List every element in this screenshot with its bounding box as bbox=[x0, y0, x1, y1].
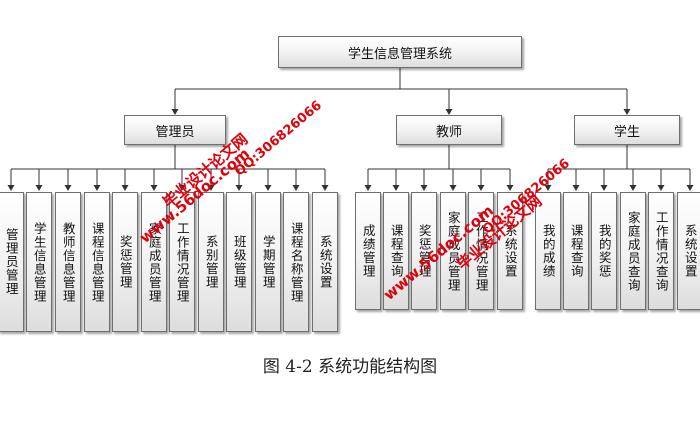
leaf-node-student-3: 家庭成员查询 bbox=[620, 192, 646, 310]
leaf-node-teacher-5: 系统设置 bbox=[497, 192, 523, 310]
leaf-node-teacher-5-label: 系统设置 bbox=[502, 224, 518, 278]
leaf-node-admin-1: 学生信息管理 bbox=[26, 192, 52, 332]
leaf-node-teacher-3-label: 家庭成员管理 bbox=[445, 210, 461, 292]
category-arrow-2 bbox=[623, 109, 631, 115]
leaf-arrow-teacher-2 bbox=[420, 185, 428, 191]
leaf-node-admin-5: 家庭成员管理 bbox=[141, 192, 167, 332]
category-node-teacher-label: 教师 bbox=[435, 124, 462, 140]
leaf-node-student-3-label: 家庭成员查询 bbox=[625, 210, 641, 292]
leaf-arrow-student-5 bbox=[686, 185, 694, 191]
leaf-arrow-teacher-5 bbox=[506, 185, 514, 191]
leaf-arrow-admin-7 bbox=[207, 185, 215, 191]
leaf-arrow-admin-9 bbox=[264, 185, 272, 191]
leaf-node-admin-5-label: 家庭成员管理 bbox=[146, 221, 162, 303]
leaf-node-teacher-3: 家庭成员管理 bbox=[440, 192, 466, 310]
leaf-arrow-admin-11 bbox=[321, 185, 329, 191]
leaf-node-admin-1-label: 学生信息管理 bbox=[31, 221, 47, 303]
leaf-node-admin-4-label: 奖惩管理 bbox=[117, 235, 133, 289]
leaf-node-admin-11: 系统设置 bbox=[312, 192, 338, 332]
leaf-node-admin-6: 工作情况管理 bbox=[169, 192, 195, 332]
leaf-node-student-4-label: 工作情况查询 bbox=[653, 210, 669, 292]
leaf-node-teacher-2: 奖惩管理 bbox=[411, 192, 437, 310]
category-arrow-0 bbox=[171, 109, 179, 115]
category-node-student: 学生 bbox=[574, 115, 680, 145]
leaf-arrow-teacher-4 bbox=[477, 185, 485, 191]
leaf-arrow-admin-8 bbox=[235, 185, 243, 191]
leaf-arrow-teacher-1 bbox=[392, 185, 400, 191]
leaf-arrow-student-1 bbox=[572, 185, 580, 191]
leaf-arrow-student-3 bbox=[629, 185, 637, 191]
leaf-arrow-student-0 bbox=[544, 185, 552, 191]
leaf-node-student-5: 系统设置 bbox=[677, 192, 700, 310]
leaf-node-admin-11-label: 系统设置 bbox=[317, 235, 333, 289]
leaf-arrow-student-4 bbox=[657, 185, 665, 191]
leaf-node-admin-6-label: 工作情况管理 bbox=[174, 221, 190, 303]
leaf-node-admin-10-label: 课程名称管理 bbox=[288, 221, 304, 303]
leaf-node-admin-0: 管理员管理 bbox=[0, 192, 24, 332]
leaf-node-student-5-label: 系统设置 bbox=[682, 224, 698, 278]
leaf-arrow-admin-6 bbox=[178, 185, 186, 191]
leaf-node-admin-9: 学期管理 bbox=[255, 192, 281, 332]
leaf-node-admin-2: 教师信息管理 bbox=[55, 192, 81, 332]
leaf-arrow-student-2 bbox=[600, 185, 608, 191]
leaf-node-admin-3-label: 课程信息管理 bbox=[89, 221, 105, 303]
leaf-node-student-2: 我的奖惩 bbox=[591, 192, 617, 310]
leaf-node-admin-8-label: 班级管理 bbox=[231, 235, 247, 289]
leaf-arrow-admin-10 bbox=[292, 185, 300, 191]
leaf-arrow-admin-1 bbox=[35, 185, 43, 191]
leaf-arrow-teacher-3 bbox=[449, 185, 457, 191]
leaf-arrow-admin-5 bbox=[150, 185, 158, 191]
leaf-node-admin-10: 课程名称管理 bbox=[283, 192, 309, 332]
leaf-node-student-1-label: 课程查询 bbox=[568, 224, 584, 278]
leaf-arrow-admin-2 bbox=[64, 185, 72, 191]
leaf-node-teacher-0-label: 成绩管理 bbox=[360, 224, 376, 278]
leaf-node-admin-8: 班级管理 bbox=[226, 192, 252, 332]
leaf-node-student-0-label: 我的成绩 bbox=[540, 224, 556, 278]
figure-caption: 图 4-2 系统功能结构图 bbox=[262, 357, 438, 377]
category-node-student-label: 学生 bbox=[613, 124, 640, 140]
leaf-node-admin-7: 系别管理 bbox=[198, 192, 224, 332]
leaf-node-student-4: 工作情况查询 bbox=[648, 192, 674, 310]
leaf-arrow-admin-0 bbox=[7, 185, 15, 191]
category-node-admin-label: 管理员 bbox=[155, 124, 195, 140]
category-node-teacher: 教师 bbox=[396, 115, 502, 145]
leaf-arrow-teacher-0 bbox=[364, 185, 372, 191]
leaf-node-admin-9-label: 学期管理 bbox=[260, 235, 276, 289]
leaf-node-student-0: 我的成绩 bbox=[535, 192, 561, 310]
leaf-node-student-2-label: 我的奖惩 bbox=[596, 224, 612, 278]
category-arrow-1 bbox=[445, 109, 453, 115]
leaf-arrow-admin-3 bbox=[93, 185, 101, 191]
leaf-node-teacher-4: 工作情况管理 bbox=[468, 192, 494, 310]
leaf-node-teacher-2-label: 奖惩管理 bbox=[416, 224, 432, 278]
leaf-node-admin-2-label: 教师信息管理 bbox=[60, 221, 76, 303]
root-node: 学生信息管理系统 bbox=[278, 36, 522, 68]
leaf-node-admin-0-label: 管理员管理 bbox=[3, 228, 19, 296]
leaf-arrow-admin-4 bbox=[121, 185, 129, 191]
leaf-node-admin-7-label: 系别管理 bbox=[203, 235, 219, 289]
leaf-node-admin-3: 课程信息管理 bbox=[84, 192, 110, 332]
leaf-node-teacher-0: 成绩管理 bbox=[355, 192, 381, 310]
leaf-node-student-1: 课程查询 bbox=[563, 192, 589, 310]
category-node-admin: 管理员 bbox=[124, 115, 226, 145]
leaf-node-teacher-1: 课程查询 bbox=[383, 192, 409, 310]
root-node-label: 学生信息管理系统 bbox=[347, 46, 452, 62]
leaf-node-teacher-1-label: 课程查询 bbox=[388, 224, 404, 278]
leaf-node-admin-4: 奖惩管理 bbox=[112, 192, 138, 332]
leaf-node-teacher-4-label: 工作情况管理 bbox=[473, 210, 489, 292]
